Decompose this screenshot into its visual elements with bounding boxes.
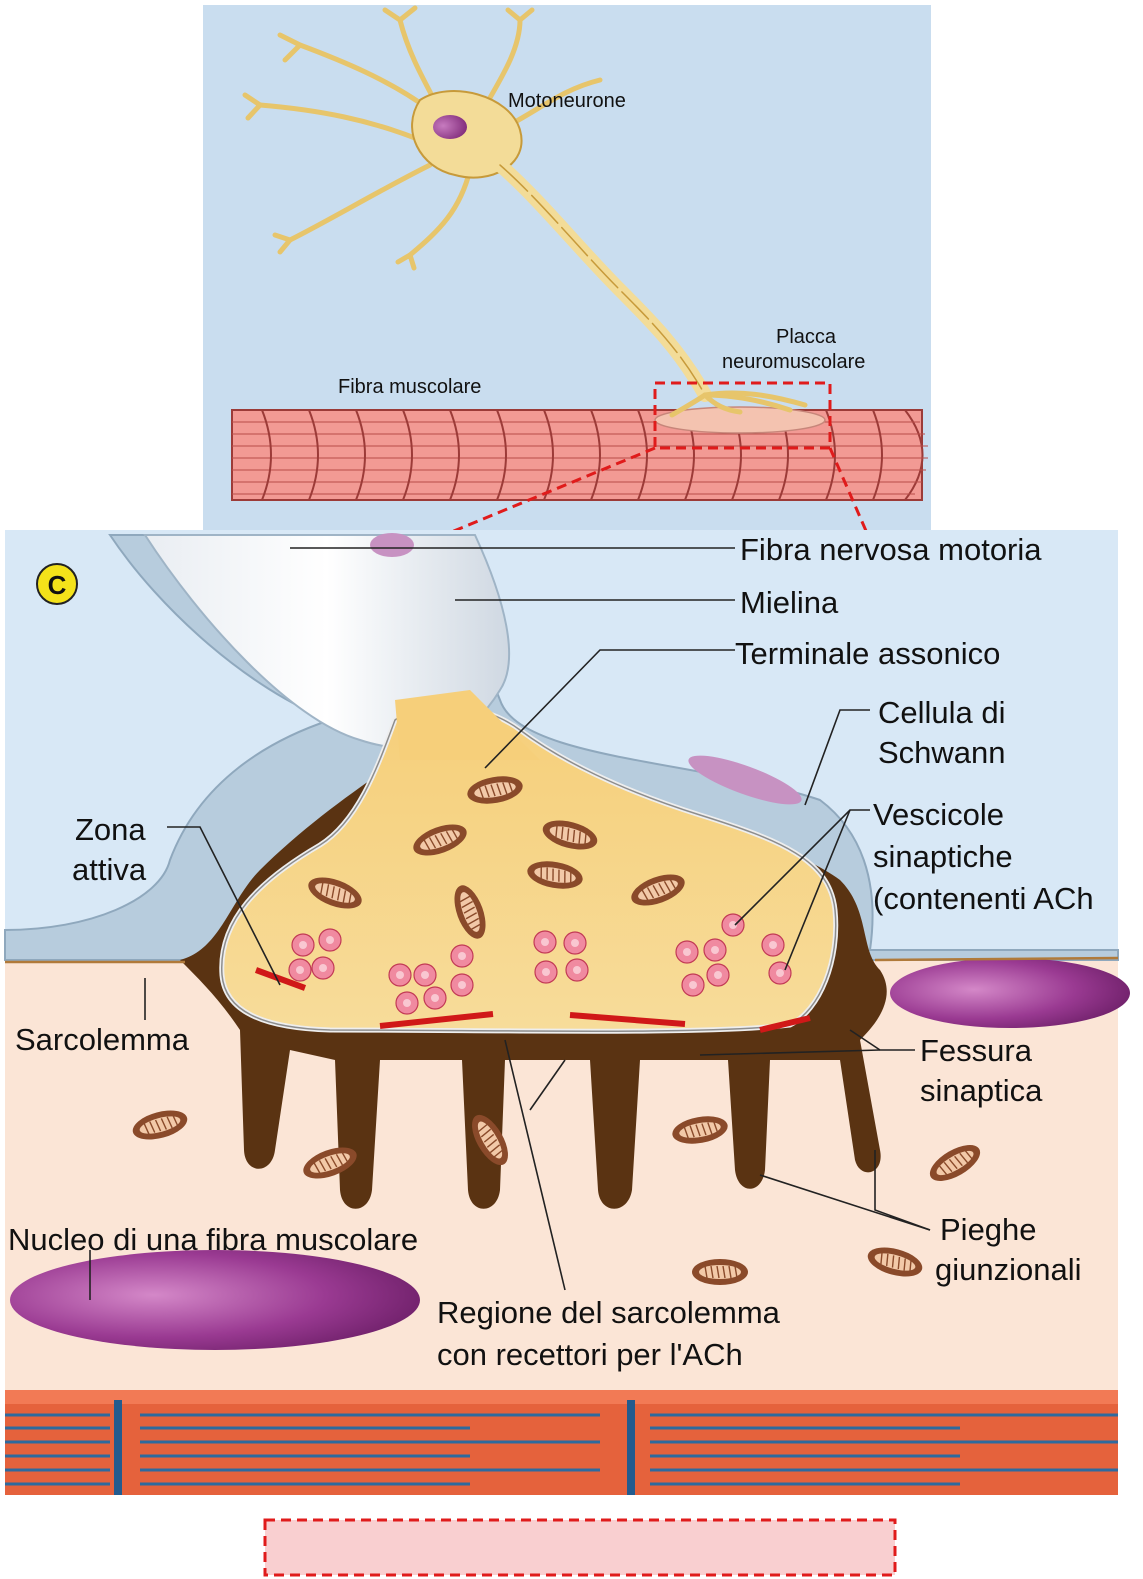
label-vesicles-line3: (contenenti ACh bbox=[873, 881, 1094, 916]
motoneuron-label: Motoneurone bbox=[508, 90, 626, 112]
myofibril-band bbox=[5, 1390, 1118, 1495]
endplate-label-line1: Placca bbox=[776, 326, 837, 348]
label-folds-line2: giunzionali bbox=[935, 1252, 1082, 1287]
label-nucleus: Nucleo di una fibra muscolare bbox=[8, 1222, 418, 1257]
label-motor-nerve-fiber: Fibra nervosa motoria bbox=[740, 532, 1042, 567]
mitochondrion bbox=[692, 1259, 748, 1285]
label-active-zone-line1: Zona bbox=[75, 812, 146, 847]
muscle-nucleus-main bbox=[10, 1250, 420, 1350]
label-schwann-line1: Cellula di bbox=[878, 695, 1006, 730]
empty-callout-box bbox=[265, 1520, 895, 1575]
muscle-fiber-label: Fibra muscolare bbox=[338, 376, 481, 398]
label-cleft-line1: Fessura bbox=[920, 1033, 1033, 1068]
label-folds-line1: Pieghe bbox=[940, 1212, 1037, 1247]
label-active-zone-line2: attiva bbox=[72, 852, 147, 887]
muscle-fiber-overview bbox=[232, 410, 928, 500]
schwann-nucleus-top bbox=[370, 533, 414, 557]
endplate-label-line2: neuromuscolare bbox=[722, 351, 865, 373]
label-receptor-line2: con recettori per l'ACh bbox=[437, 1337, 743, 1372]
neuron-nucleus bbox=[433, 115, 467, 139]
label-cleft-line2: sinaptica bbox=[920, 1073, 1043, 1108]
panel-badge-letter: C bbox=[48, 570, 67, 600]
label-vesicles-line2: sinaptiche bbox=[873, 839, 1013, 874]
label-receptor-line1: Regione del sarcolemma bbox=[437, 1295, 781, 1330]
muscle-nucleus-right bbox=[890, 958, 1130, 1028]
label-sarcolemma: Sarcolemma bbox=[15, 1022, 190, 1057]
overview-panel: Motoneurone Placca neuromuscolare Fibra … bbox=[203, 5, 931, 530]
label-schwann-line2: Schwann bbox=[878, 735, 1006, 770]
label-vesicles-line1: Vescicole bbox=[873, 797, 1004, 832]
detail-panel: C Fibra nervosa motoria Mielina Terminal… bbox=[5, 530, 1130, 1495]
label-axon-terminal: Terminale assonico bbox=[735, 636, 1000, 671]
label-myelin: Mielina bbox=[740, 585, 839, 620]
